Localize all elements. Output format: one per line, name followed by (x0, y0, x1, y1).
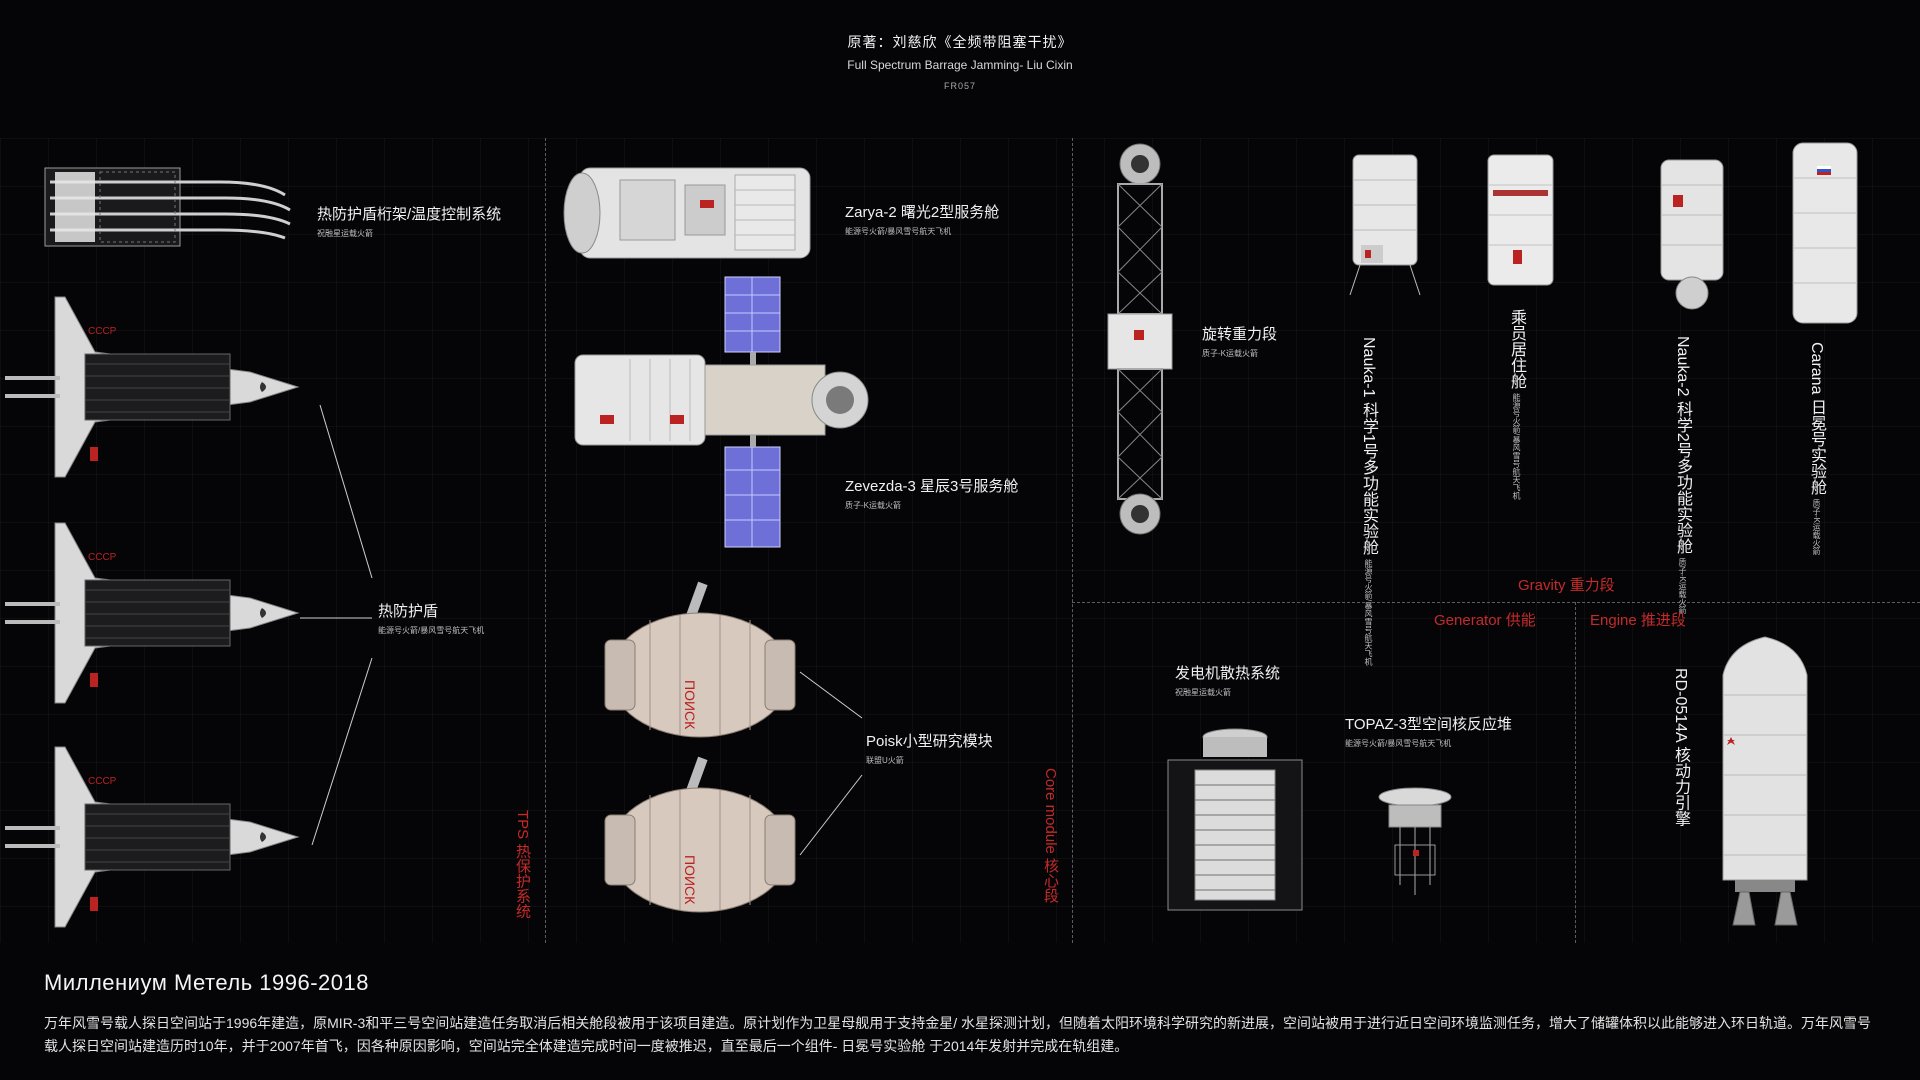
label-nauka1: Nauka-1 科学1号多功能实验舱 能源号火箭/暴风雪号航天飞机 (1360, 337, 1377, 666)
shuttle-3-image: СССР (5, 746, 300, 928)
section-label-core: Core module 核心段 (1042, 768, 1059, 904)
rotating-gravity-image (1107, 143, 1173, 535)
label-heat-shield: 热防护盾 能源号火箭/暴风雪号航天飞机 (378, 603, 485, 635)
station-description: 万年风雪号载人探日空间站于1996年建造，原MIR-3和平三号空间站建造任务取消… (44, 1015, 1872, 1054)
shuttle-2-image: СССР (5, 522, 300, 704)
label-zarya: Zarya-2 曙光2型服务舱 能源号火箭/暴风雪号航天飞机 (845, 204, 1000, 236)
radiator-image (1167, 728, 1303, 911)
code-label: FR057 (943, 81, 976, 91)
label-crew-module: 乘员居住舱 能源号火箭/暴风雪号航天飞机 (1508, 309, 1525, 500)
zevezda-module-image (574, 276, 869, 548)
zarya-module-image (563, 167, 811, 259)
author-title: 原著：刘慈欣《全频带阻塞干扰》 (847, 34, 1073, 50)
label-zevezda: Zevezda-3 星辰3号服务舱 质子-K运载火箭 (845, 478, 1019, 510)
divider-generator-engine (1575, 602, 1576, 943)
label-nauka2: Nauka-2 科学2号多功能实验舱 质子-K运载火箭 (1674, 336, 1691, 615)
poisk-module-2-image: ПОИСК (604, 756, 796, 913)
nauka1-module-image (1349, 154, 1421, 296)
header: 原著：刘慈欣《全频带阻塞干扰》 Full Spectrum Barrage Ja… (0, 32, 1920, 91)
section-label-gravity: Gravity 重力段 (1518, 577, 1615, 594)
author-title-en: Full Spectrum Barrage Jamming- Liu Cixin (847, 58, 1073, 72)
cccp-marking: СССР (88, 552, 117, 563)
divider-core-gravity (1072, 138, 1073, 943)
tps-truss-image (44, 167, 291, 247)
divider-gravity-generator (1072, 602, 1920, 603)
topaz-reactor-image (1378, 787, 1452, 895)
cccp-marking: СССР (88, 776, 117, 787)
section-label-engine: Engine 推进段 (1590, 612, 1686, 629)
shuttle-1-image: СССР (5, 296, 300, 478)
poisk-marking: ПОИСК (682, 680, 698, 730)
label-engine: RD-0514A 核动力引擎 (1672, 668, 1689, 827)
station-title: Миллениум Метель 1996-2018 (44, 970, 369, 995)
section-label-tps: TPS 热保护系统 (514, 810, 531, 919)
crew-module-image (1487, 154, 1554, 286)
label-poisk: Poisk小型研究模块 联盟U火箭 (866, 733, 993, 765)
label-topaz: TOPAZ-3型空间核反应堆 能源号火箭/暴风雪号航天飞机 (1345, 716, 1512, 748)
section-label-generator: Generator 供能 (1434, 612, 1536, 629)
label-carana: Carana 日冕号实验舱 质子-K运载火箭 (1808, 342, 1825, 556)
cccp-marking: СССР (88, 326, 117, 337)
carana-module-image (1792, 142, 1858, 324)
label-rotating-gravity: 旋转重力段 质子-K运载火箭 (1202, 326, 1278, 358)
divider-tps-core (545, 138, 546, 943)
engine-image (1722, 636, 1808, 926)
nauka2-module-image (1660, 159, 1724, 310)
label-tps-truss: 热防护盾桁架/温度控制系统 祝融星运载火箭 (317, 206, 502, 238)
grid-background (0, 138, 1920, 943)
label-radiator: 发电机散热系统 祝融星运载火箭 (1175, 665, 1281, 697)
poisk-marking: ПОИСК (682, 855, 698, 905)
poisk-module-1-image: ПОИСК (604, 581, 796, 738)
